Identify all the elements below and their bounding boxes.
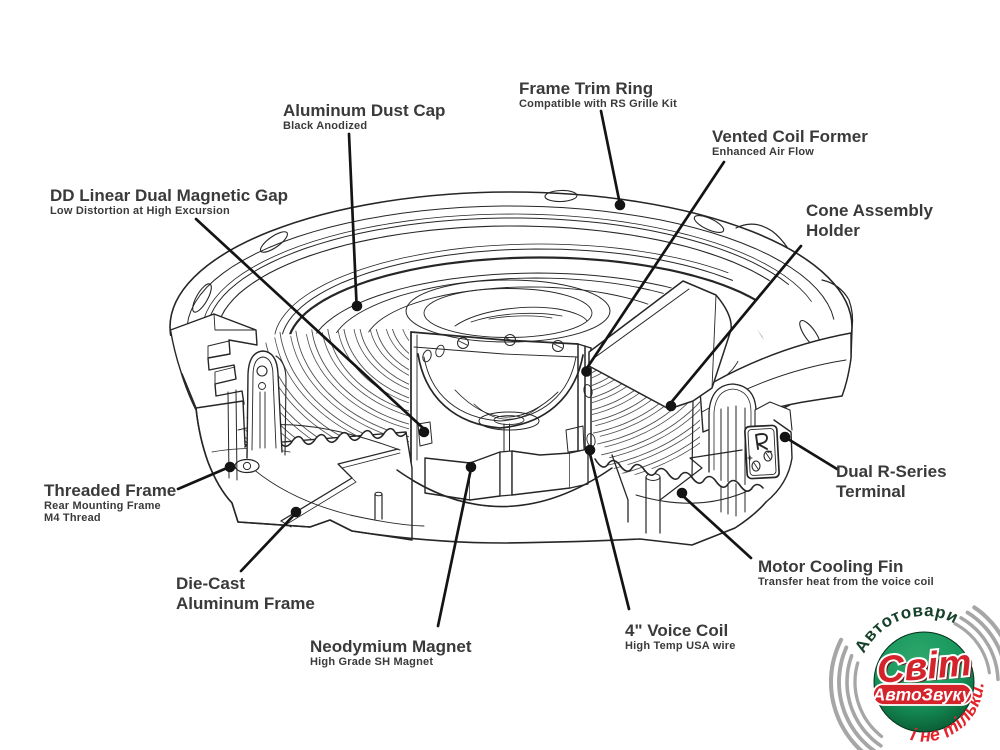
svg-text:АвтоЗвуку: АвтоЗвуку xyxy=(872,685,973,705)
